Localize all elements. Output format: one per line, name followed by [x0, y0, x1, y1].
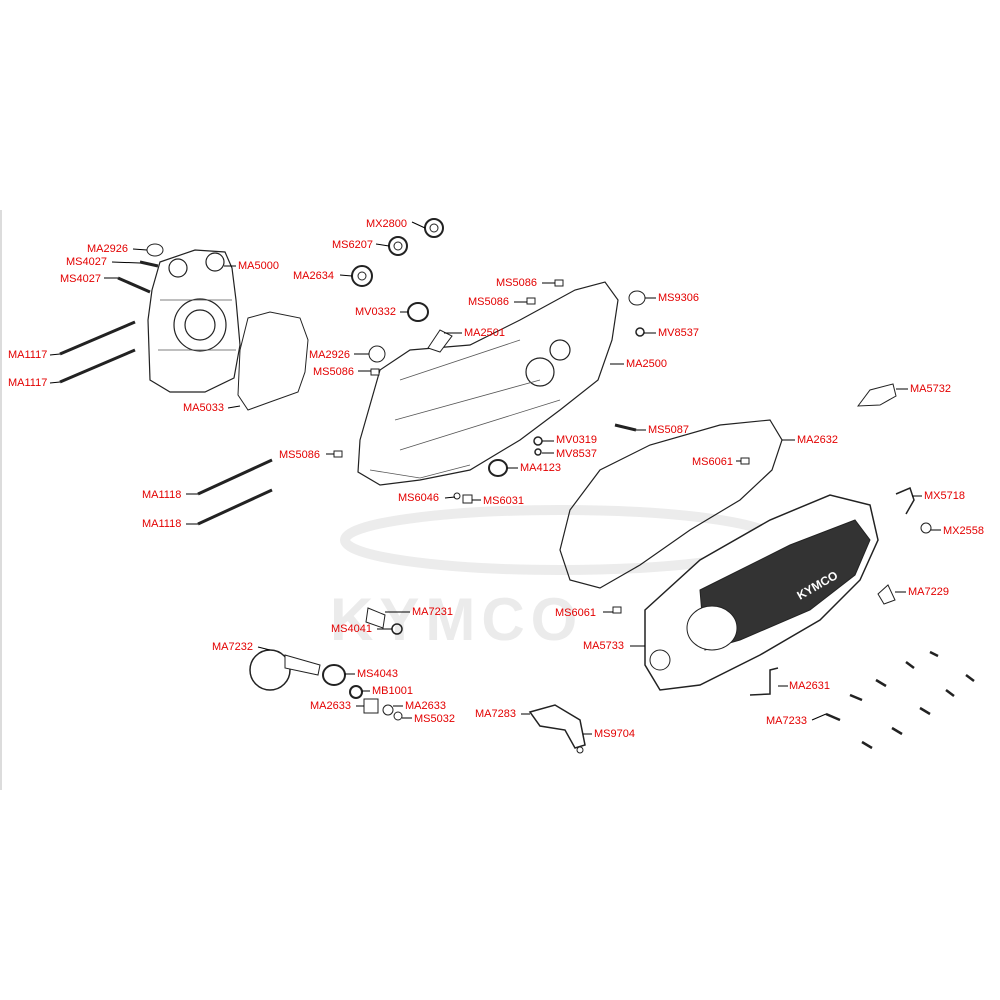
- spring-ms4041: [391, 623, 403, 635]
- label-ms5087: MS5087: [648, 424, 689, 436]
- kick-shaft-ma7231: [365, 607, 386, 629]
- pin-ms5086-c: [526, 297, 536, 305]
- bolt-mv8537-b: [534, 448, 542, 456]
- label-ma5733: MA5733: [583, 640, 624, 652]
- stud-ma1117-a: [59, 320, 136, 356]
- label-ma7229: MA7229: [908, 586, 949, 598]
- label-ms6046: MS6046: [398, 492, 439, 504]
- seal-mv0332: [407, 302, 429, 322]
- label-ma2926-a: MA2926: [87, 243, 128, 255]
- crankcase-right: [357, 281, 619, 486]
- bolt-set-ma7233: [825, 650, 975, 750]
- label-mv8537-b: MV8537: [556, 448, 597, 460]
- label-ms5086-d: MS5086: [279, 449, 320, 461]
- label-ma1117-a: MA1117: [8, 349, 48, 361]
- label-ms4043: MS4043: [357, 668, 398, 680]
- stud-ma1118-b: [197, 488, 273, 526]
- label-ms6061-b: MS6061: [555, 607, 596, 619]
- label-ms9704: MS9704: [594, 728, 635, 740]
- pin-ms6061-b: [612, 606, 622, 614]
- crankcase-left: [147, 249, 241, 393]
- leader-lines: [49, 221, 941, 735]
- label-ms9306: MS9306: [658, 292, 699, 304]
- label-ma1118-a: MA1118: [142, 489, 182, 501]
- label-ms5032: MS5032: [414, 713, 455, 725]
- seal-ma4123: [488, 459, 508, 477]
- label-mx2800: MX2800: [366, 218, 407, 230]
- nut-ms6031: [462, 494, 473, 504]
- bushing-ma2926-a: [146, 243, 164, 257]
- bushing-ma2633-a: [363, 698, 379, 714]
- clip-ma7229: [877, 584, 896, 605]
- label-ma2501: MA2501: [464, 327, 505, 339]
- label-mv0332: MV0332: [355, 306, 396, 318]
- label-ms4027-b: MS4027: [60, 273, 101, 285]
- label-ma2500: MA2500: [626, 358, 667, 370]
- label-ma2632: MA2632: [797, 434, 838, 446]
- stud-ma1117-b: [59, 348, 136, 384]
- bracket-ma2501: [427, 329, 453, 353]
- label-ms6031: MS6031: [483, 495, 524, 507]
- label-mv8537-a: MV8537: [658, 327, 699, 339]
- clamp-ms9704: [576, 746, 584, 754]
- label-ma1118-b: MA1118: [142, 518, 182, 530]
- bearing-ms6207: [388, 236, 408, 256]
- bearing-mb1001: [349, 685, 363, 699]
- pin-ms6061-a: [740, 457, 750, 465]
- pin-ms5086-a: [370, 368, 380, 376]
- washer-ms6046: [453, 492, 461, 500]
- label-ma2633-a: MA2633: [310, 700, 351, 712]
- bracket-ma2631: [749, 667, 779, 696]
- pin-ms5086-d: [333, 450, 343, 458]
- label-ma7283: MA7283: [475, 708, 516, 720]
- clip-mx5718: [895, 486, 915, 515]
- washer-ma2633-b: [382, 704, 394, 716]
- bolt-ms4027-b: [117, 276, 151, 294]
- clip-ms5032: [393, 711, 403, 721]
- label-mx2558: MX2558: [943, 525, 984, 537]
- label-ms4027-a: MS4027: [66, 256, 107, 268]
- label-ms5086-b: MS5086: [496, 277, 537, 289]
- gasket-ma2632: [559, 419, 783, 589]
- cover-ma5733: KYMCO: [644, 494, 879, 691]
- pin-ms5086-b: [554, 279, 564, 287]
- label-ms6061-a: MS6061: [692, 456, 733, 468]
- label-ma2633-b: MA2633: [405, 700, 446, 712]
- label-ma5732: MA5732: [910, 383, 951, 395]
- pipe-ma7283: [528, 704, 586, 749]
- seal-ms4043: [322, 664, 346, 686]
- label-ma5000: MA5000: [238, 260, 279, 272]
- bushing-ma2926-b: [368, 345, 386, 363]
- bearing-ma2634: [351, 265, 373, 287]
- label-ma2634: MA2634: [293, 270, 334, 282]
- label-ma7231: MA7231: [412, 606, 453, 618]
- bolt-ms4027-a: [139, 260, 159, 268]
- label-ms5086-c: MS5086: [468, 296, 509, 308]
- label-ma4123: MA4123: [520, 462, 561, 474]
- label-mx5718: MX5718: [924, 490, 965, 502]
- label-ma7232: MA7232: [212, 641, 253, 653]
- bushing-ms9306: [628, 290, 646, 306]
- label-ma2631: MA2631: [789, 680, 830, 692]
- label-ms6207: MS6207: [332, 239, 373, 251]
- label-ms5086-a: MS5086: [313, 366, 354, 378]
- bolt-mv8537-a: [635, 327, 645, 337]
- grommet-mx2558: [920, 522, 932, 534]
- part-ma5732: [856, 383, 897, 407]
- label-ma1117-b: MA1117: [8, 377, 48, 389]
- bearing-mx2800: [424, 218, 444, 238]
- label-ms4041: MS4041: [331, 623, 372, 635]
- kick-gear-ma7232: [249, 649, 321, 691]
- stud-ma1118-a: [197, 458, 273, 496]
- page-frame-line: [0, 210, 2, 790]
- gasket-ma5033: [237, 311, 309, 411]
- bolt-mv0319: [533, 436, 543, 446]
- label-mb1001: MB1001: [372, 685, 413, 697]
- bolt-ms5087: [614, 423, 637, 432]
- label-mv0319: MV0319: [556, 434, 597, 446]
- label-ma2926-b: MA2926: [309, 349, 350, 361]
- label-ma5033: MA5033: [183, 402, 224, 414]
- label-ma7233: MA7233: [766, 715, 807, 727]
